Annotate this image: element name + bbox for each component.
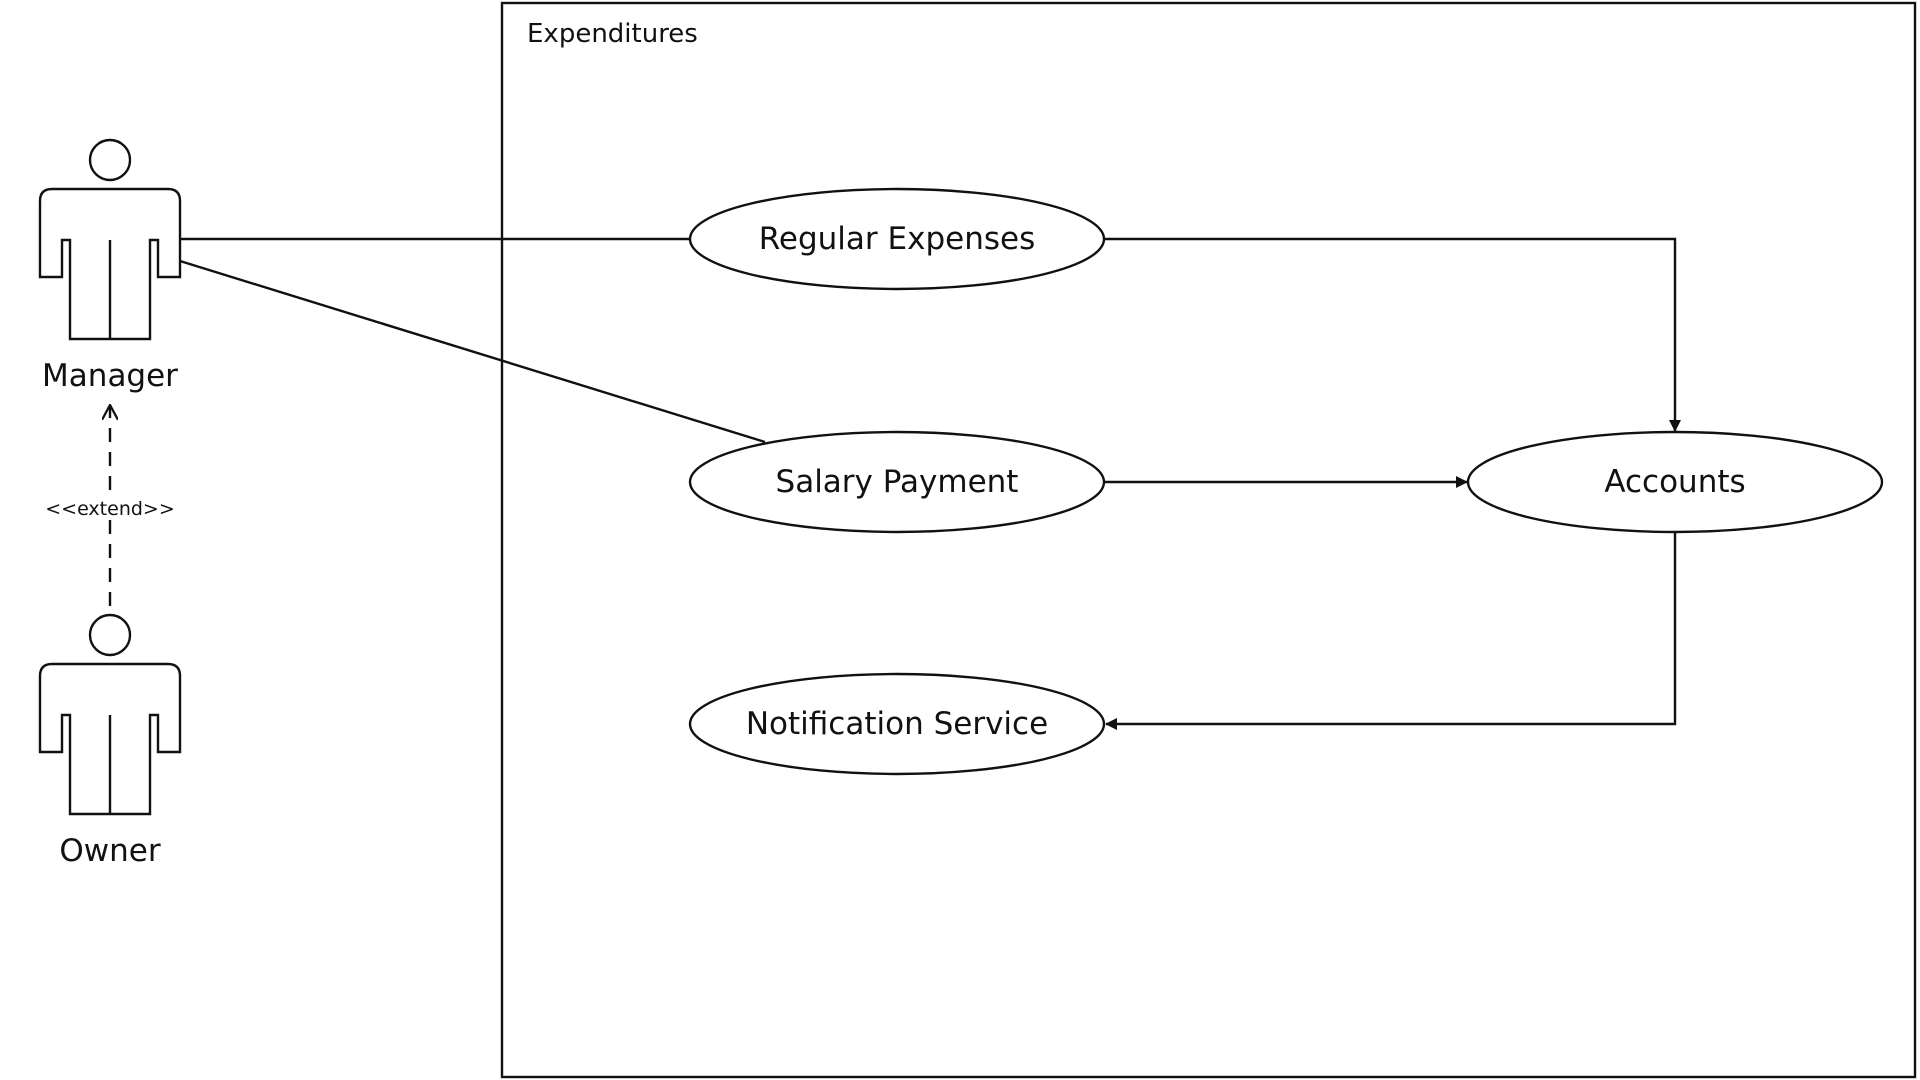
system-boundary: Expenditures (500, 1, 1917, 1079)
actor-owner[interactable]: Owner (38, 613, 182, 869)
flow-accounts-to-notification-service (1105, 532, 1677, 730)
use-case-salary-payment-label: Salary Payment (776, 464, 1019, 500)
flow-regular-expenses-to-accounts (1103, 237, 1681, 432)
extend-relation: <<extend>> (45, 405, 175, 612)
extend-stereotype-label: <<extend>> (45, 498, 175, 520)
manager-figure-icon (38, 138, 182, 341)
use-case-accounts[interactable]: Accounts (1466, 430, 1884, 534)
use-case-regular-expenses-label: Regular Expenses (759, 221, 1035, 257)
use-case-accounts-label: Accounts (1604, 464, 1745, 500)
use-case-salary-payment[interactable]: Salary Payment (688, 430, 1106, 534)
use-case-regular-expenses[interactable]: Regular Expenses (688, 187, 1106, 291)
use-case-notification-service-label: Notification Service (746, 706, 1048, 742)
association-manager-salary-payment (179, 259, 766, 444)
use-case-notification-service[interactable]: Notification Service (688, 672, 1106, 776)
owner-figure-icon (38, 613, 182, 816)
actor-manager[interactable]: Manager (38, 138, 182, 394)
actor-owner-label: Owner (59, 833, 160, 869)
actor-manager-label: Manager (42, 358, 178, 394)
system-boundary-title: Expenditures (527, 19, 698, 49)
